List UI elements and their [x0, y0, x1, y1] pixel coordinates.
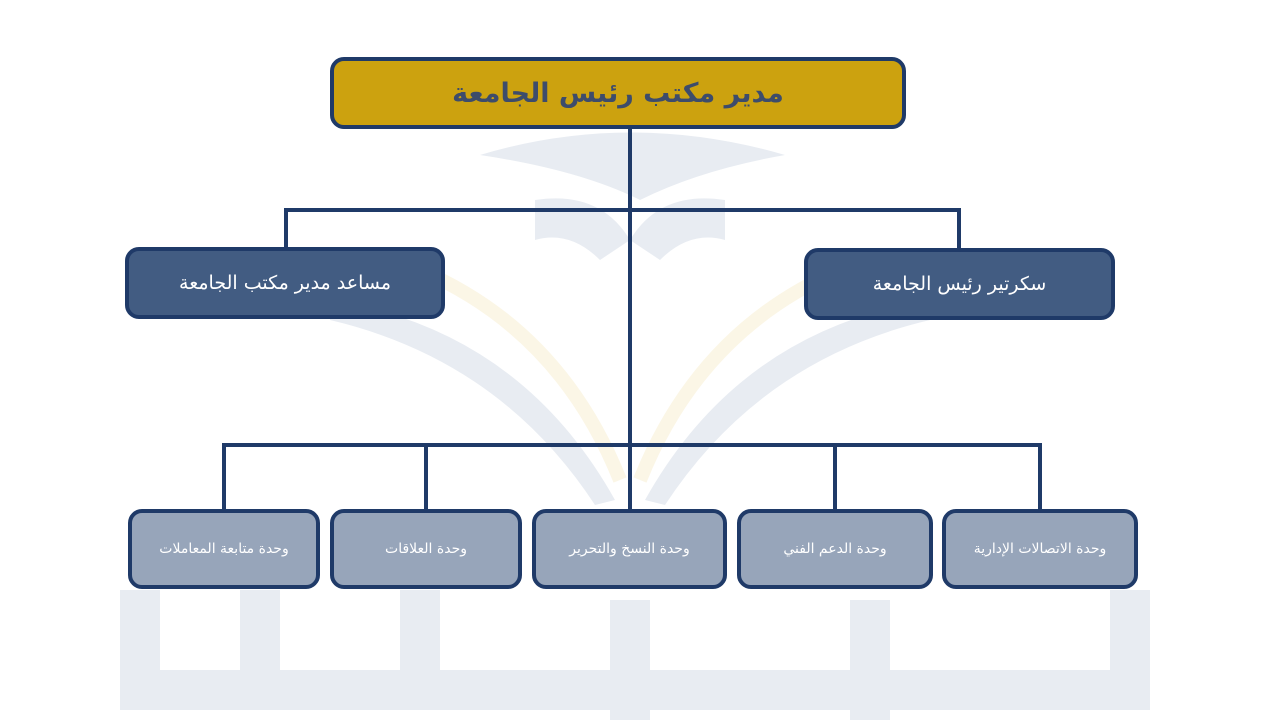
connector-unit-drop: [1038, 443, 1042, 510]
connector-level2-horizontal: [284, 208, 961, 212]
node-unit-copying-editing: وحدة النسخ والتحرير: [532, 509, 727, 589]
node-office-director: مدير مكتب رئيس الجامعة: [330, 57, 906, 129]
node-president-secretary: سكرتير رئيس الجامعة: [804, 248, 1115, 320]
node-assistant-director: مساعد مدير مكتب الجامعة: [125, 247, 445, 319]
connector-unit-drop: [833, 443, 837, 510]
connector-root-down: [628, 129, 632, 510]
node-unit-administrative-communications: وحدة الاتصالات الإدارية: [942, 509, 1138, 589]
connector-units-horizontal: [222, 443, 1042, 447]
connector-level2-left-drop: [284, 208, 288, 248]
connector-unit-drop: [424, 443, 428, 510]
node-unit-transactions-followup: وحدة متابعة المعاملات: [128, 509, 320, 589]
node-unit-technical-support: وحدة الدعم الفني: [737, 509, 933, 589]
connector-unit-drop: [222, 443, 226, 510]
connector-level2-right-drop: [957, 208, 961, 250]
node-unit-relations: وحدة العلاقات: [330, 509, 522, 589]
